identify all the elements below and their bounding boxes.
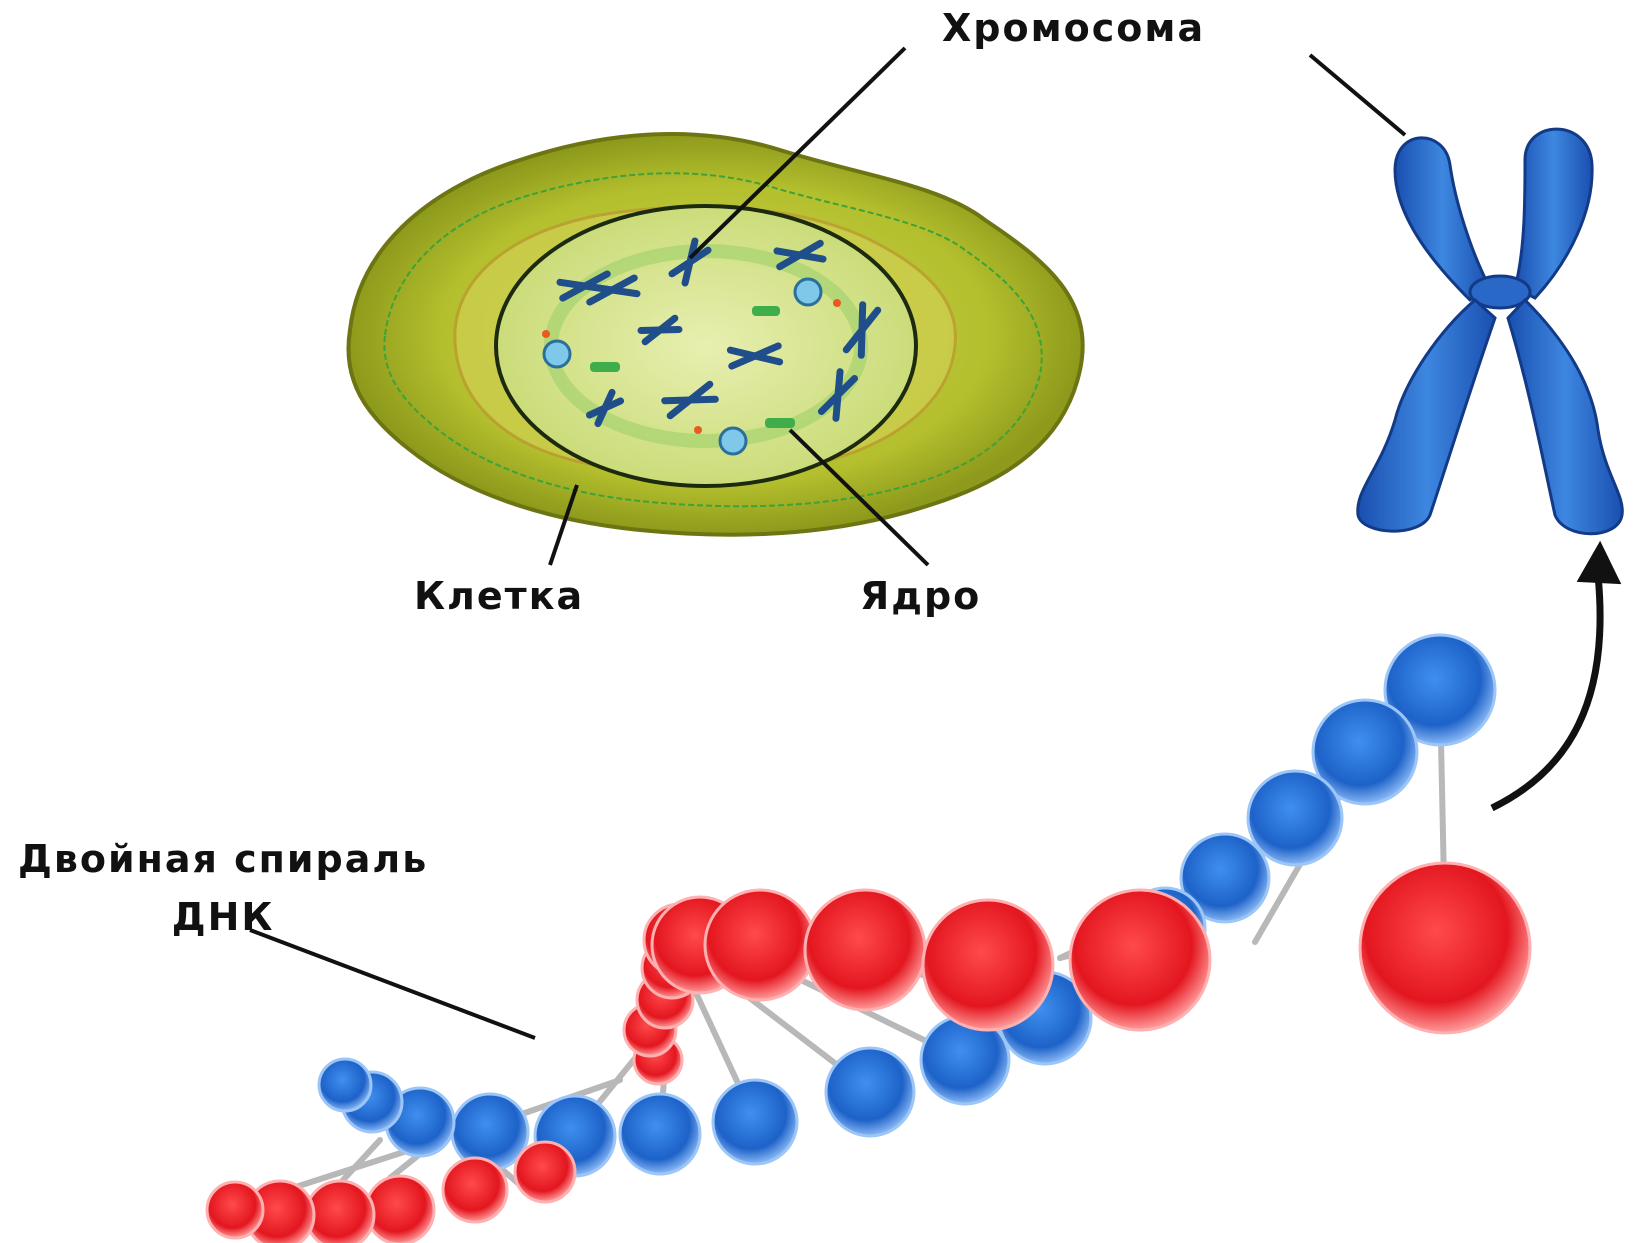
- dna-red-nucleotide: [705, 890, 815, 1000]
- dna-label-line1: Двойная спираль: [18, 830, 428, 888]
- dna-red-nucleotide: [805, 890, 925, 1010]
- dna-leader: [250, 930, 535, 1038]
- dna-red-nucleotide: [1360, 863, 1530, 1033]
- cell-label: Клетка: [414, 574, 584, 618]
- dna-red-nucleotide: [366, 1176, 434, 1243]
- dna-blue-nucleotide: [713, 1080, 797, 1164]
- chromosome-lower-right-arm: [1508, 300, 1622, 534]
- curved-arrow-icon: [1492, 545, 1618, 808]
- dna-red-nucleotide: [443, 1158, 507, 1222]
- dna-red-nucleotide: [923, 900, 1053, 1030]
- dna-red-nucleotide: [515, 1142, 575, 1202]
- chromosome-lower-left-arm: [1358, 300, 1495, 531]
- dna-label-line2: ДНК: [18, 888, 428, 946]
- chromosome-leader-to-chromosome: [1310, 55, 1405, 135]
- dna-label: Двойная спираль ДНК: [18, 830, 428, 946]
- dna-blue-nucleotide: [826, 1048, 914, 1136]
- dna-blue-nucleotide: [620, 1094, 700, 1174]
- chromosome-label: Хромосома: [942, 6, 1205, 50]
- dna-red-nucleotide: [306, 1181, 374, 1243]
- dna-red-nucleotide: [1070, 890, 1210, 1030]
- chromosome-upper-left-arm: [1395, 138, 1490, 300]
- dna-blue-nucleotide: [319, 1059, 371, 1111]
- nucleus-label: Ядро: [860, 574, 981, 618]
- chromosome-icon: [1358, 129, 1623, 534]
- cell-icon: [348, 134, 1082, 535]
- chromosome-upper-right-arm: [1515, 129, 1592, 298]
- dna-red-nucleotide: [207, 1182, 263, 1238]
- dna-blue-nucleotide: [1248, 771, 1342, 865]
